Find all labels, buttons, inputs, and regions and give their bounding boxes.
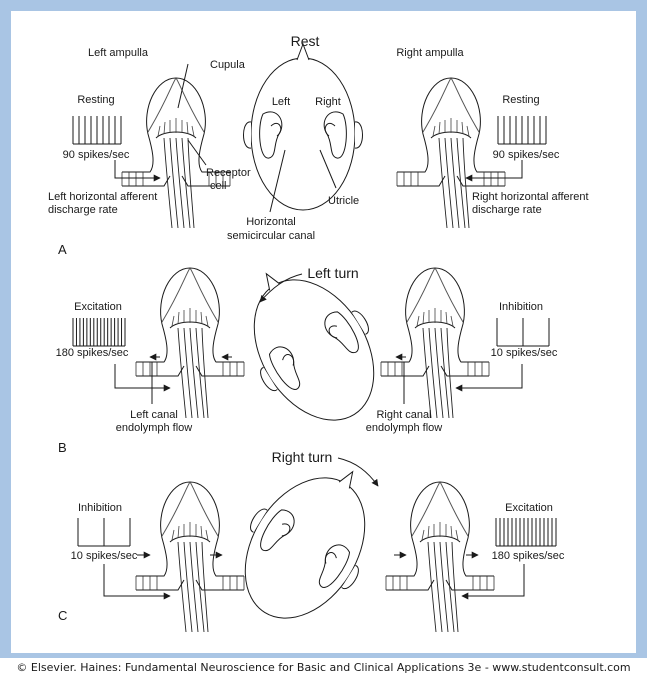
right-ampulla-label: Right ampulla bbox=[396, 47, 464, 59]
canal-label-1: Horizontal bbox=[246, 216, 296, 228]
spike-train-left-b bbox=[72, 318, 126, 347]
right-afferent-arrow bbox=[465, 160, 523, 182]
right-state-label-c: Excitation bbox=[505, 502, 553, 514]
head-right-label: Right bbox=[315, 96, 341, 108]
right-state-label-b: Inhibition bbox=[499, 301, 543, 313]
left-rate-label-c: 10 spikes/sec bbox=[71, 550, 138, 562]
copyright-footer: © Elsevier. Haines: Fundamental Neurosci… bbox=[16, 661, 631, 674]
utricle-leader bbox=[319, 149, 337, 189]
left-state-label-c: Inhibition bbox=[78, 502, 122, 514]
panel-a-title: Rest bbox=[291, 33, 320, 49]
spike-train-right-b bbox=[496, 318, 550, 347]
left-afferent-arrow-c bbox=[103, 564, 171, 600]
right-discharge-label-1: Right horizontal afferent bbox=[472, 191, 589, 203]
panel-c: Right turn Inhibition Excitation 10 spik… bbox=[58, 439, 565, 645]
right-rate-label: 90 spikes/sec bbox=[493, 149, 560, 161]
left-discharge-label-2: discharge rate bbox=[48, 204, 118, 216]
utricle-label: Utricle bbox=[328, 195, 359, 207]
left-ampulla-diagram bbox=[121, 77, 231, 229]
left-flow-label-2: endolymph flow bbox=[116, 422, 192, 434]
head-rest-diagram bbox=[243, 43, 363, 211]
right-afferent-arrow-c bbox=[461, 564, 525, 600]
left-rate-label-b: 180 spikes/sec bbox=[56, 347, 129, 359]
right-discharge-label-2: discharge rate bbox=[472, 204, 542, 216]
section-a-label: A bbox=[58, 242, 67, 257]
head-right-turn-diagram bbox=[213, 439, 404, 645]
left-state-label: Resting bbox=[77, 94, 114, 106]
left-state-label-b: Excitation bbox=[74, 301, 122, 313]
right-afferent-arrow-b bbox=[455, 364, 523, 392]
cupula-leader bbox=[177, 63, 189, 109]
left-flow-label-1: Left canal bbox=[130, 409, 178, 421]
spike-train-left-c bbox=[77, 518, 131, 547]
left-rate-label: 90 spikes/sec bbox=[63, 149, 130, 161]
section-b-label: B bbox=[58, 440, 67, 455]
spike-train-right-a bbox=[497, 116, 547, 145]
receptor-label-1: Receptor bbox=[206, 167, 251, 179]
left-turn-arrow bbox=[259, 273, 303, 303]
panel-b-title: Left turn bbox=[307, 265, 358, 281]
receptor-label-2: cell bbox=[210, 180, 227, 192]
left-ampulla-label: Left ampulla bbox=[88, 47, 149, 59]
left-ampulla-diagram-c bbox=[135, 481, 245, 633]
left-afferent-arrow bbox=[114, 160, 161, 182]
left-discharge-label-1: Left horizontal afferent bbox=[48, 191, 157, 203]
right-rate-label-c: 180 spikes/sec bbox=[492, 550, 565, 562]
canal-leader bbox=[269, 149, 286, 213]
spike-train-left-a bbox=[72, 116, 122, 145]
head-left-label: Left bbox=[272, 96, 290, 108]
canal-label-2: semicircular canal bbox=[227, 230, 315, 242]
cupula-label: Cupula bbox=[210, 59, 246, 71]
right-flow-label-1: Right canal bbox=[376, 409, 431, 421]
right-turn-arrow bbox=[337, 457, 379, 487]
panel-a: Rest Left ampulla Cupula Right ampulla R… bbox=[48, 33, 589, 257]
section-c-label: C bbox=[58, 608, 67, 623]
spike-train-right-c bbox=[495, 518, 557, 547]
right-ampulla-diagram-b bbox=[380, 267, 490, 419]
right-rate-label-b: 10 spikes/sec bbox=[491, 347, 558, 359]
vestibular-diagram: Rest Left ampulla Cupula Right ampulla R… bbox=[48, 33, 589, 645]
panel-c-title: Right turn bbox=[272, 449, 333, 465]
right-state-label: Resting bbox=[502, 94, 539, 106]
panel-b: Left turn Excitation Inhibition 180 spik… bbox=[56, 241, 558, 455]
receptor-leader bbox=[187, 139, 207, 166]
right-ampulla-diagram-c bbox=[385, 481, 495, 633]
right-flow-label-2: endolymph flow bbox=[366, 422, 442, 434]
